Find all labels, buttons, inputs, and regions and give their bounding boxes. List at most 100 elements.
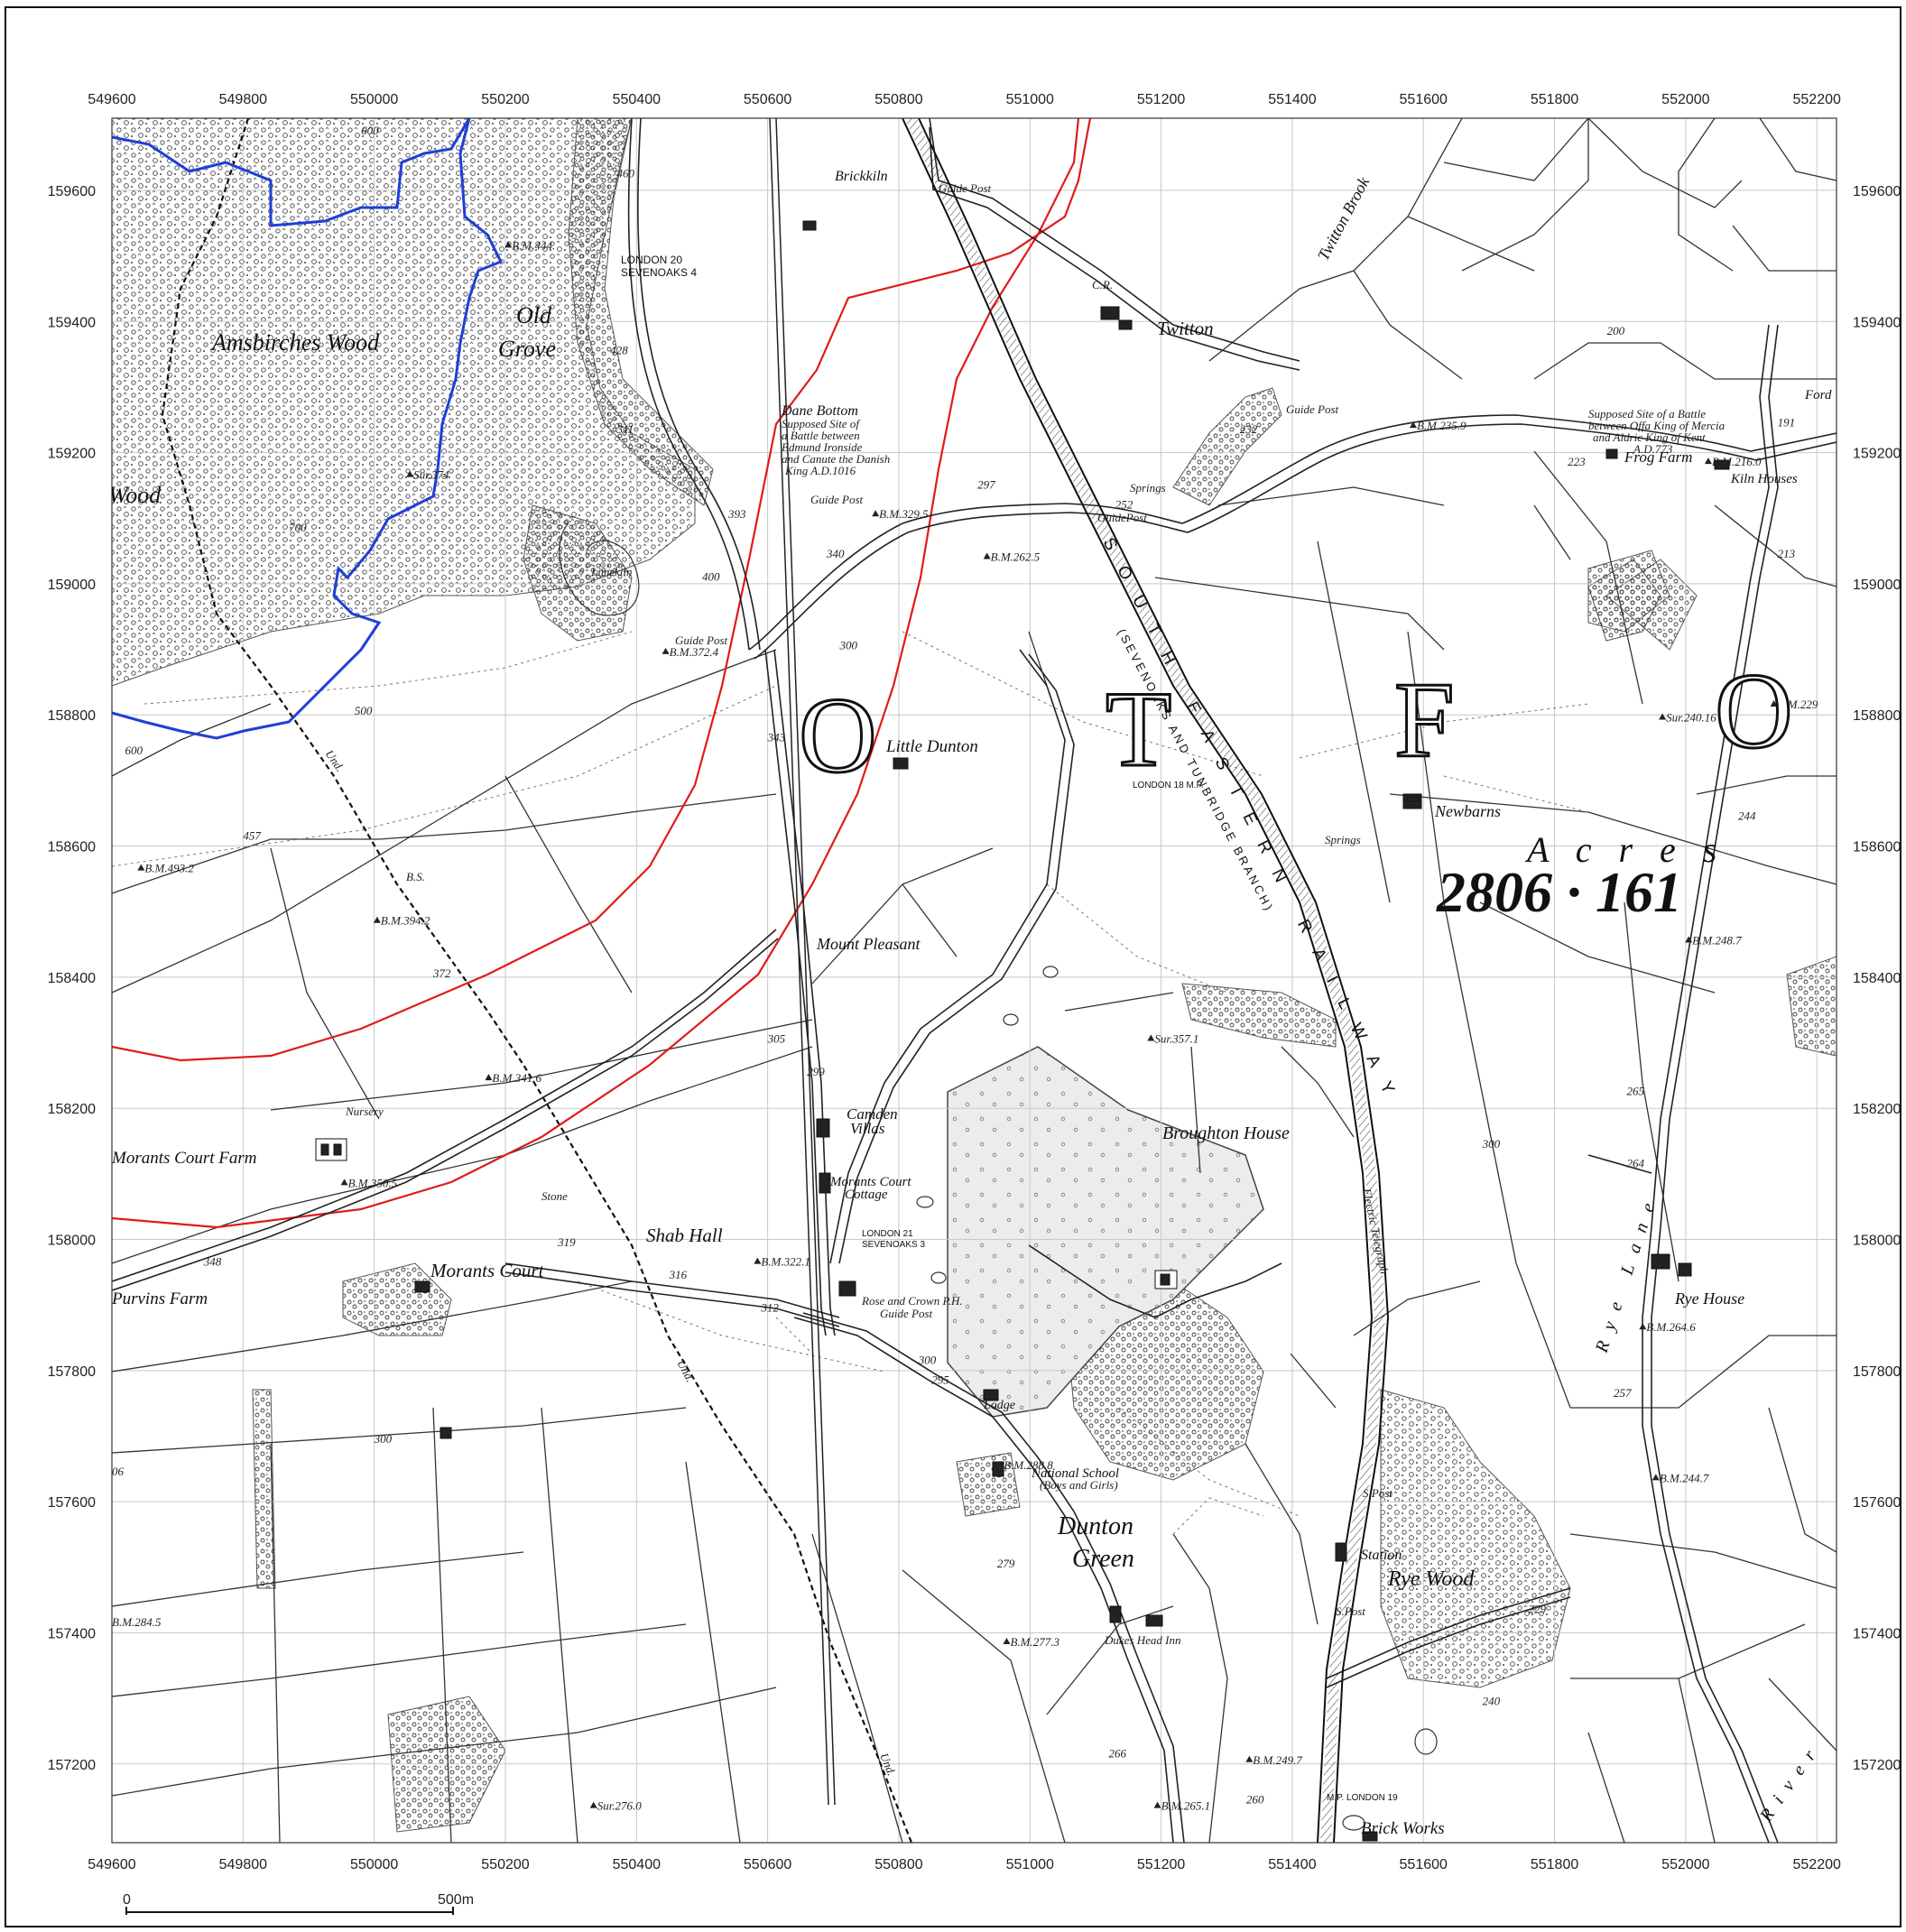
label-milestone-mid-2: SEVENOAKS 3 — [862, 1240, 925, 1250]
spot-height: 400 — [702, 569, 720, 583]
y-tick-label-right: 158600 — [1853, 840, 1901, 855]
label-dane-bottom: Dane Bottom — [781, 403, 858, 419]
benchmark-label: B.M.277.3 — [1010, 1635, 1059, 1649]
y-tick-label-right: 157200 — [1853, 1758, 1901, 1773]
x-tick-label-top: 552200 — [1793, 92, 1841, 107]
contour-lines-red — [112, 118, 1092, 1229]
x-tick-label-bottom: 549600 — [88, 1857, 135, 1872]
woodland-east-copse — [1587, 550, 1670, 633]
label-old: Old — [516, 302, 552, 328]
spot-height: 340 — [826, 547, 845, 560]
spot-height: 428 — [610, 344, 628, 357]
y-tick-label-left: 157200 — [48, 1758, 96, 1773]
x-tick-label-bottom: 550400 — [613, 1857, 661, 1872]
x-tick-label-bottom: 551800 — [1531, 1857, 1578, 1872]
benchmark-arrow — [662, 647, 670, 654]
label-dunton: Dunton — [1057, 1512, 1133, 1540]
benchmark-arrow — [1409, 421, 1417, 429]
y-tick-label-left: 159600 — [48, 184, 96, 199]
label-grove: Grove — [498, 336, 556, 362]
y-tick-label-right: 159400 — [1853, 315, 1901, 330]
benchmark-arrow — [1685, 936, 1693, 943]
label-newbarns: Newbarns — [1434, 802, 1501, 820]
label-battle-3: Edmund Ironside — [781, 440, 863, 454]
spot-height: 229 — [1528, 1603, 1546, 1616]
label-cr: C.R. — [1092, 278, 1113, 291]
spot-height: 279 — [997, 1557, 1015, 1570]
acres-word: A c r e s — [1524, 829, 1726, 870]
scale-bar-end-label: 500m — [438, 1892, 474, 1908]
benchmark-label: B.M.341.6 — [492, 1071, 541, 1085]
spot-height: 200 — [1607, 324, 1625, 337]
x-tick-label-top: 551400 — [1268, 92, 1316, 107]
benchmark-arrow — [872, 510, 880, 517]
spot-height: 600 — [361, 124, 379, 137]
spot-height: 266 — [1108, 1747, 1126, 1761]
benchmark-arrow — [1704, 458, 1712, 465]
benchmark-arrow — [589, 1801, 597, 1808]
benchmark-label: Sur.374 — [413, 468, 449, 482]
x-tick-label-top: 551600 — [1400, 92, 1448, 107]
label-station: Station — [1361, 1548, 1402, 1563]
y-tick-label-right: 158000 — [1853, 1234, 1901, 1249]
spot-height: 264 — [1626, 1157, 1644, 1170]
spot-height: 300 — [918, 1354, 937, 1367]
x-tick-label-top: 550600 — [744, 92, 791, 107]
y-tick-label-left: 157400 — [48, 1626, 96, 1641]
spot-height: 500 — [355, 704, 373, 717]
label-brickkiln: Brickkiln — [835, 169, 888, 184]
label-amsbirches-wood: Amsbirches Wood — [210, 329, 380, 356]
spot-height: 244 — [1738, 809, 1756, 822]
spot-height: 265 — [1626, 1085, 1644, 1098]
x-tick-label-bottom: 550000 — [350, 1857, 398, 1872]
benchmark-arrow — [1659, 713, 1667, 720]
benchmark-label: B.M.229 — [1778, 698, 1818, 711]
label-milestone-mid-1: LONDON 21 — [862, 1229, 913, 1239]
label-frog-farm: Frog Farm — [1624, 448, 1692, 466]
benchmark-arrow — [754, 1257, 762, 1264]
label-ford: Ford — [1804, 388, 1832, 402]
label-brick-works: Brick Works — [1361, 1819, 1445, 1838]
benchmark-arrow — [137, 864, 145, 871]
label-camden-villas-2: Villas — [850, 1120, 885, 1137]
label-rye-house: Rye House — [1674, 1290, 1744, 1308]
x-tick-label-top: 550400 — [613, 92, 661, 107]
x-tick-label-top: 551000 — [1006, 92, 1054, 107]
x-tick-label-bottom: 551600 — [1400, 1857, 1448, 1872]
y-tick-labels-right: 1596001594001592001590001588001586001584… — [1853, 184, 1901, 1773]
benchmark-label: B.M.264.6 — [1646, 1320, 1696, 1334]
label-morants-court: Morants Court — [430, 1260, 545, 1281]
y-tick-label-left: 159000 — [48, 578, 96, 593]
y-tick-label-right: 158400 — [1853, 971, 1901, 986]
spot-height: 213 — [1778, 547, 1796, 560]
x-tick-label-bottom: 552000 — [1661, 1857, 1709, 1872]
benchmarks: B.M.444.B.M.235.9B.M.329.5B.M.262.5B.M.3… — [112, 238, 1818, 1812]
benchmark-arrow — [983, 552, 991, 559]
administrative-boundary-blue — [112, 118, 504, 740]
y-tick-label-left: 158000 — [48, 1234, 96, 1249]
label-nursery: Nursery — [345, 1105, 384, 1118]
benchmark-arrow — [1153, 1801, 1161, 1808]
label-rye-wood: Rye Wood — [1387, 1567, 1475, 1591]
spot-height: 260 — [1246, 1792, 1264, 1806]
label-green: Green — [1072, 1545, 1134, 1573]
benchmark-arrow — [1770, 699, 1778, 707]
spot-height: 232 — [1240, 422, 1258, 436]
x-tick-label-bottom: 550800 — [874, 1857, 922, 1872]
spot-height: 393 — [727, 507, 746, 521]
label-springs-2: Springs — [1325, 833, 1361, 846]
railway-south-eastern — [902, 118, 1390, 1843]
label-bs: B.S. — [406, 870, 425, 883]
label-guide-post-dane: Guide Post — [810, 493, 864, 506]
spot-height: 191 — [1778, 416, 1796, 430]
benchmark-label: B.M.249.7 — [1253, 1753, 1302, 1767]
acres-value: 2806 · 161 — [1436, 860, 1682, 924]
benchmark-label: B.M.350.5 — [348, 1176, 398, 1189]
x-tick-label-bottom: 550200 — [481, 1857, 529, 1872]
label-twitton: Twitton — [1157, 318, 1214, 339]
label-offa-2: between Offa King of Mercia — [1588, 419, 1726, 432]
label-guide-post-top: Guide Post — [939, 181, 992, 195]
y-tick-label-left: 159200 — [48, 447, 96, 462]
parish-letter-3: F — [1394, 660, 1455, 780]
